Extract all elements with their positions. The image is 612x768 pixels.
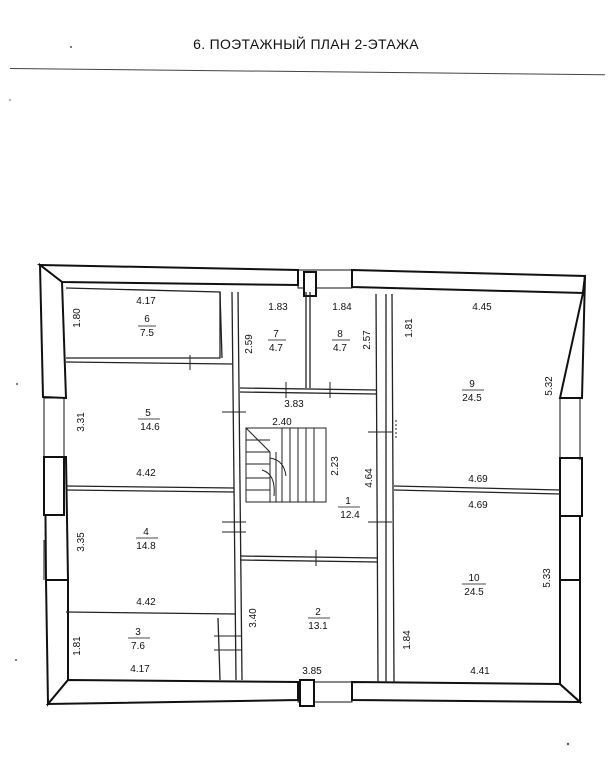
dim-r3-width: 4.17 (130, 664, 150, 675)
dim-r6-height: 1.80 (72, 308, 83, 328)
dim-r10-width-top: 4.69 (468, 500, 488, 511)
room-4-area: 14.8 (136, 541, 156, 552)
dim-r8-width: 1.84 (332, 302, 352, 313)
room-8-area: 4.7 (333, 343, 347, 354)
room-9-number: 9 (469, 379, 475, 390)
room-3-number: 3 (135, 627, 141, 638)
room-7-area: 4.7 (269, 343, 283, 354)
door-marks (189, 355, 397, 651)
dim-r3-height: 1.81 (72, 636, 83, 656)
dim-corridor-height: 4.64 (364, 468, 375, 488)
room-2-number: 2 (315, 607, 321, 618)
room-6-number: 6 (144, 314, 150, 325)
room-10-number: 10 (468, 573, 480, 584)
interior-walls (65, 287, 561, 683)
dim-r5-width: 4.42 (136, 468, 156, 479)
room-labels: 6 7.5 7 4.7 8 4.7 9 24.5 5 14.6 1 12.4 4… (128, 314, 486, 652)
room-5-area: 14.6 (140, 422, 160, 433)
room-4-number: 4 (143, 527, 149, 538)
room-5-number: 5 (145, 408, 151, 419)
dim-r9-height-left: 1.81 (404, 318, 415, 338)
dim-r10-width: 4.41 (470, 666, 490, 677)
windows (43, 269, 583, 707)
dim-r6-width: 4.17 (136, 296, 156, 307)
room-10-area: 24.5 (464, 587, 484, 598)
dim-r9-width: 4.45 (472, 302, 492, 313)
window-left (43, 397, 65, 458)
room-6-area: 7.5 (140, 328, 154, 339)
window-top (297, 269, 353, 289)
window-left-frame (43, 456, 65, 516)
outer-walls (36, 262, 587, 707)
dim-r5-height: 3.31 (76, 412, 87, 432)
dimension-labels: 4.17 1.80 1.83 2.59 1.84 2.57 4.45 1.81 … (72, 296, 555, 677)
staircase (245, 427, 327, 503)
scan-specks (9, 46, 570, 746)
dim-r7-height: 2.59 (244, 334, 255, 354)
dim-r2-height: 3.40 (248, 608, 259, 628)
room-8-number: 8 (337, 329, 343, 340)
room-3-area: 7.6 (131, 641, 145, 652)
dim-r10-height-right: 5.33 (542, 568, 553, 588)
dim-r4-width: 4.42 (136, 597, 156, 608)
window-bottom (297, 681, 353, 703)
dim-corridor-width: 3.83 (284, 399, 304, 410)
room-9-area: 24.5 (462, 393, 482, 404)
dim-r7-width: 1.83 (268, 302, 288, 313)
dim-stair-width: 2.40 (272, 417, 292, 428)
dim-r8-height: 2.57 (362, 330, 373, 350)
dim-r2-width: 3.85 (302, 666, 322, 677)
dim-r4-height: 3.35 (76, 532, 87, 552)
dim-r9-height-right: 5.32 (544, 376, 555, 396)
window-right-frame (559, 457, 583, 517)
page-title: 6. ПОЭТАЖНЫЙ ПЛАН 2-ЭТАЖА (193, 36, 419, 52)
dim-stair-height: 2.23 (330, 456, 341, 476)
window-bottom-mullion (299, 679, 315, 707)
dim-r10-height-left: 1.84 (402, 630, 413, 650)
dim-r9-bottom: 4.69 (468, 474, 488, 485)
room-1-number: 1 (345, 496, 351, 507)
room-7-number: 7 (273, 329, 279, 340)
window-right (559, 397, 581, 459)
room-2-area: 13.1 (308, 621, 328, 632)
room-1-area: 12.4 (340, 510, 360, 521)
